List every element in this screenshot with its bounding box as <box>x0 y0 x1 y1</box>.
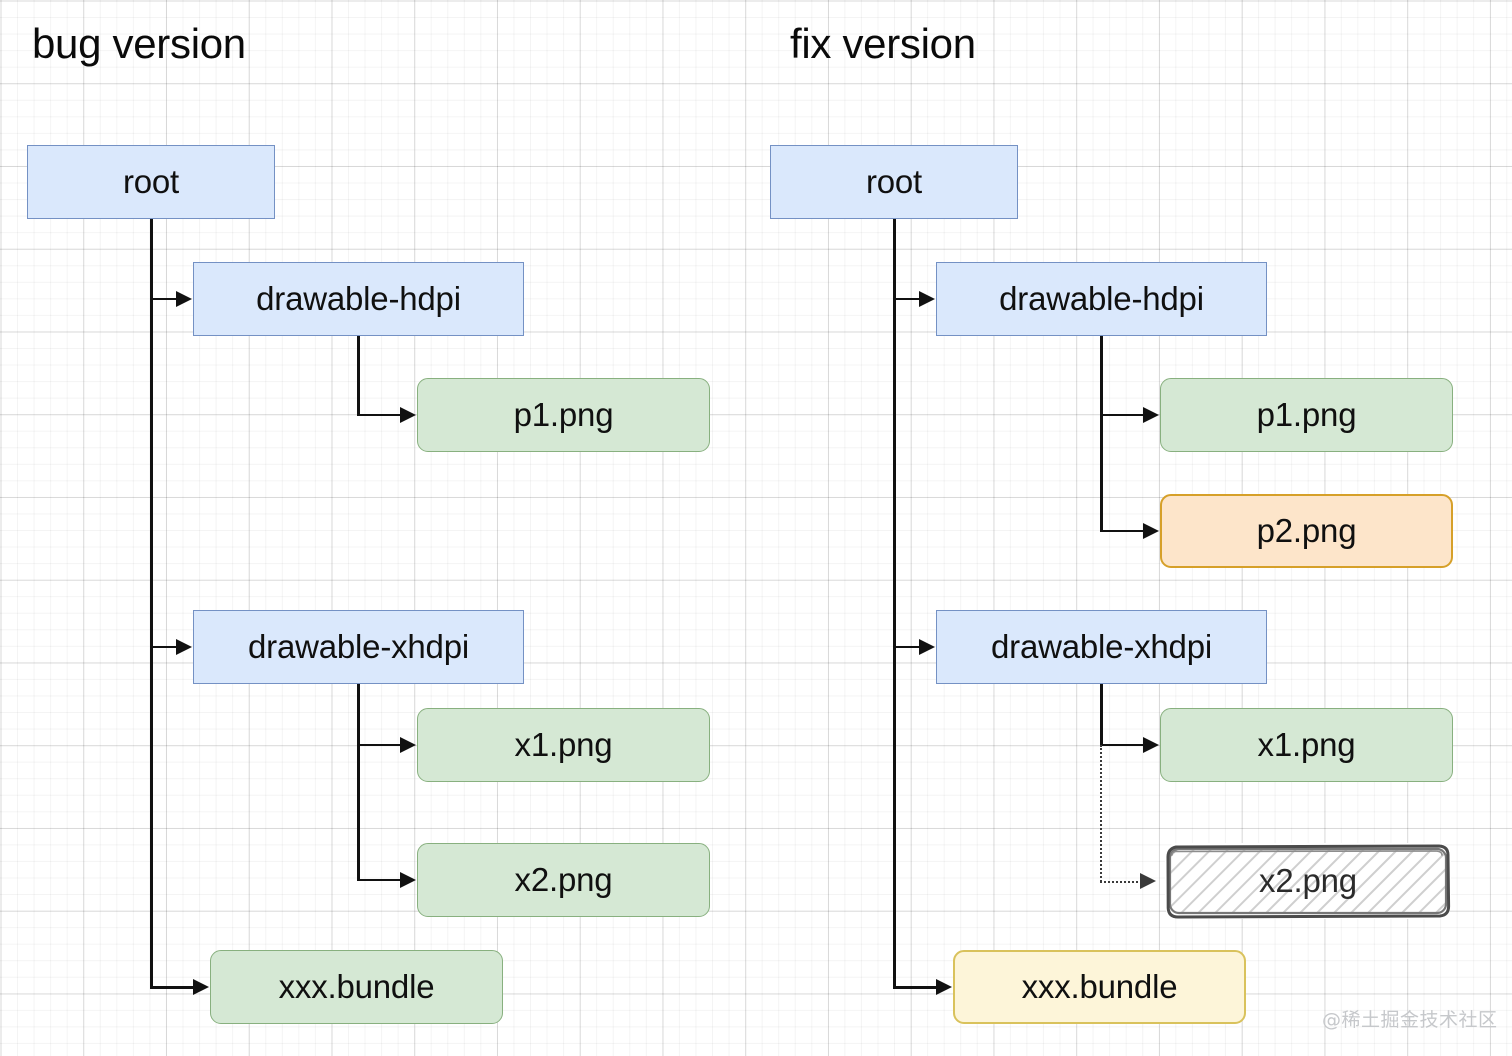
arrowhead-fix-hdpi-to-p2 <box>1143 522 1159 539</box>
edge-fix-xhdpi-to-x1 <box>1100 743 1145 747</box>
node-bug-x2-png[interactable]: x2.png <box>417 843 710 917</box>
node-label: root <box>865 163 923 200</box>
hatch-pattern-icon <box>1165 843 1451 919</box>
node-label: p2.png <box>1256 512 1357 549</box>
node-label: x2.png <box>514 861 613 898</box>
arrowhead-fix-root-to-bundle <box>936 979 952 996</box>
edge-bug-xhdpi-to-x2 <box>357 878 402 882</box>
edge-bug-root-trunk <box>150 219 153 989</box>
arrowhead-bug-xhdpi-to-x1 <box>400 736 416 753</box>
arrowhead-fix-root-to-xhdpi <box>919 638 935 655</box>
arrowhead-fix-xhdpi-to-x1 <box>1143 736 1159 753</box>
node-fix-p1-png[interactable]: p1.png <box>1160 378 1453 452</box>
node-label: drawable-hdpi <box>256 280 461 317</box>
node-bug-root[interactable]: root <box>27 145 275 219</box>
arrowhead-fix-root-to-hdpi <box>919 290 935 307</box>
node-label: xxx.bundle <box>278 968 435 1005</box>
node-label: x2.png <box>1259 862 1357 899</box>
arrowhead-fix-xhdpi-to-x2 <box>1140 873 1156 890</box>
arrowhead-bug-root-to-bundle <box>193 979 209 996</box>
node-fix-x1-png[interactable]: x1.png <box>1160 708 1453 782</box>
panel-title-fix: fix version <box>790 20 976 67</box>
edge-fix-xhdpi-to-x2-horizontal <box>1100 880 1142 883</box>
node-label: drawable-xhdpi <box>248 628 469 665</box>
edge-bug-root-to-bundle <box>150 986 195 989</box>
watermark-text: @稀土掘金技术社区 <box>1322 1009 1498 1031</box>
arrowhead-bug-xhdpi-to-x2 <box>400 871 416 888</box>
edge-fix-xhdpi-trunk <box>1100 684 1103 746</box>
edge-bug-hdpi-to-p1 <box>357 413 402 417</box>
edge-fix-hdpi-to-p2 <box>1100 529 1145 533</box>
node-label: p1.png <box>513 396 614 433</box>
edge-bug-xhdpi-to-x1 <box>357 743 402 747</box>
arrowhead-bug-hdpi-to-p1 <box>400 406 416 423</box>
node-fix-p2-png[interactable]: p2.png <box>1160 494 1453 568</box>
node-fix-drawable-hdpi[interactable]: drawable-hdpi <box>936 262 1267 336</box>
node-fix-root[interactable]: root <box>770 145 1018 219</box>
node-label: p1.png <box>1256 396 1357 433</box>
edge-bug-root-to-xhdpi <box>150 645 178 649</box>
node-bug-drawable-hdpi[interactable]: drawable-hdpi <box>193 262 524 336</box>
edge-bug-xhdpi-trunk <box>357 684 360 881</box>
edge-bug-root-to-hdpi <box>150 297 178 301</box>
arrowhead-bug-root-to-xhdpi <box>176 638 192 655</box>
arrowhead-fix-hdpi-to-p1 <box>1143 406 1159 423</box>
node-bug-xxx-bundle[interactable]: xxx.bundle <box>210 950 503 1024</box>
node-bug-drawable-xhdpi[interactable]: drawable-xhdpi <box>193 610 524 684</box>
edge-fix-hdpi-to-p1 <box>1100 413 1145 417</box>
node-fix-x2-png-removed[interactable]: x2.png <box>1165 843 1451 919</box>
node-bug-p1-png[interactable]: p1.png <box>417 378 710 452</box>
node-fix-drawable-xhdpi[interactable]: drawable-xhdpi <box>936 610 1267 684</box>
node-bug-x1-png[interactable]: x1.png <box>417 708 710 782</box>
edge-bug-hdpi-trunk <box>357 336 360 416</box>
node-fix-xxx-bundle[interactable]: xxx.bundle <box>953 950 1246 1024</box>
edge-fix-hdpi-trunk <box>1100 336 1103 531</box>
arrowhead-bug-root-to-hdpi <box>176 290 192 307</box>
edge-fix-root-to-hdpi <box>893 297 921 301</box>
node-label: drawable-hdpi <box>999 280 1204 317</box>
edge-fix-root-to-bundle <box>893 986 938 989</box>
edge-fix-root-trunk <box>893 219 896 989</box>
node-label: x1.png <box>514 726 613 763</box>
node-label: root <box>122 163 180 200</box>
node-label: drawable-xhdpi <box>991 628 1212 665</box>
node-label: x1.png <box>1257 726 1356 763</box>
panel-title-bug: bug version <box>32 20 246 67</box>
node-label: xxx.bundle <box>1021 968 1178 1005</box>
edge-fix-xhdpi-to-x2-vertical <box>1100 745 1102 882</box>
edge-fix-root-to-xhdpi <box>893 645 921 649</box>
